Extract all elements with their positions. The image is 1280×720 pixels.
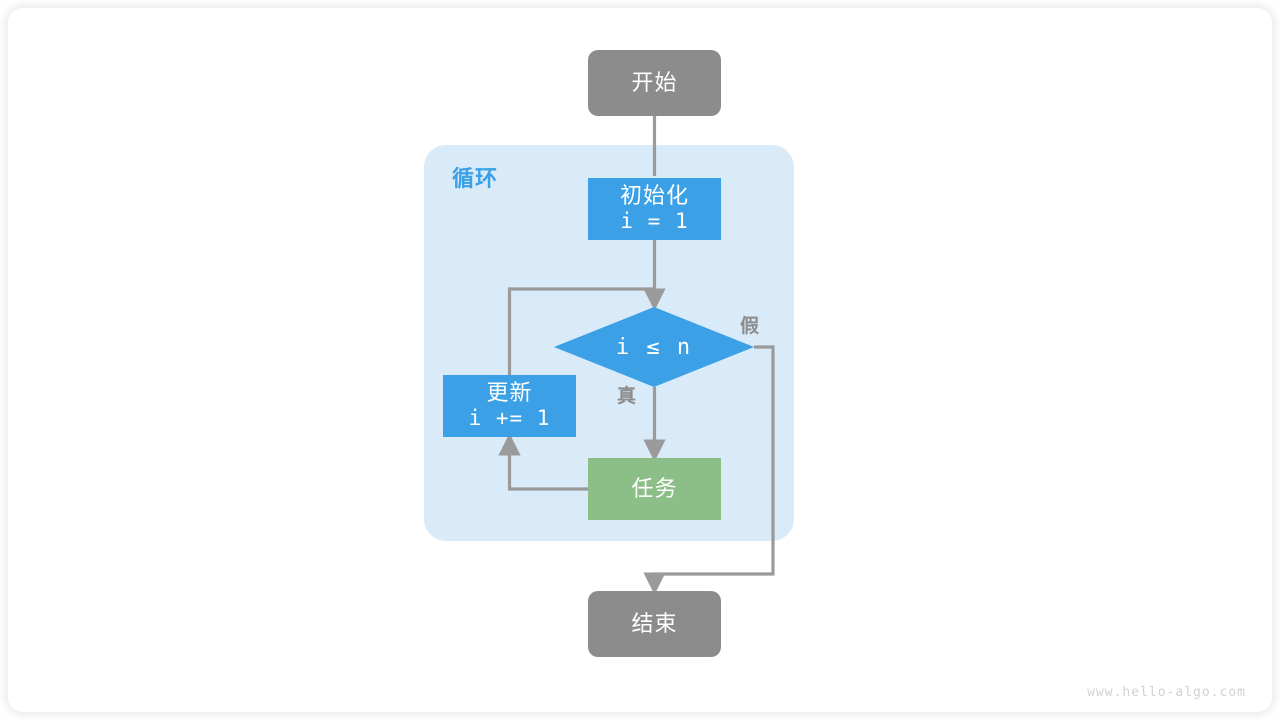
watermark: www.hello-algo.com	[1087, 685, 1246, 700]
node-end-label: 结束	[631, 611, 678, 637]
node-initialize-title: 初始化	[619, 183, 689, 209]
node-update[interactable]: 更新 i += 1	[443, 375, 576, 437]
node-start-label: 开始	[631, 70, 678, 96]
node-initialize[interactable]: 初始化 i = 1	[588, 178, 721, 240]
diamond-shape	[554, 307, 754, 387]
node-start[interactable]: 开始	[588, 50, 721, 116]
branch-label-true: 真	[617, 386, 637, 407]
node-task-label: 任务	[631, 476, 678, 502]
node-task[interactable]: 任务	[588, 458, 721, 520]
node-update-code: i += 1	[468, 406, 551, 431]
node-update-title: 更新	[486, 380, 533, 406]
node-condition[interactable]: i ≤ n	[554, 307, 754, 387]
node-end[interactable]: 结束	[588, 591, 721, 657]
loop-group-label: 循环	[452, 166, 499, 191]
branch-label-false: 假	[740, 316, 760, 337]
node-initialize-code: i = 1	[620, 209, 689, 234]
node-condition-code: i ≤ n	[615, 334, 693, 360]
